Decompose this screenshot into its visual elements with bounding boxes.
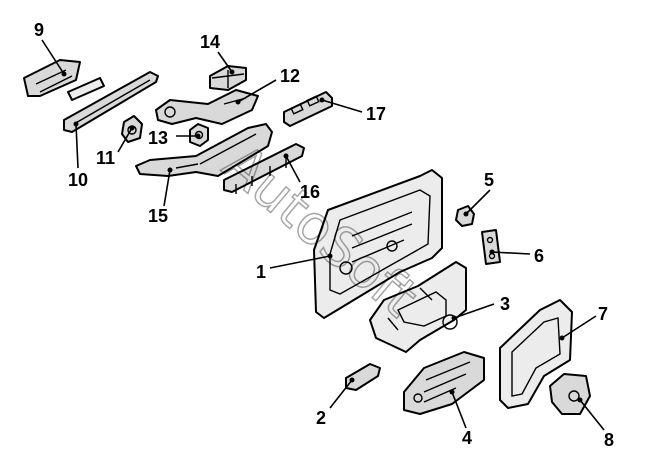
part-7-frame-bracket — [499, 299, 573, 409]
part-12-inner-handle — [155, 89, 259, 125]
part-14-block — [209, 65, 247, 91]
leader-lines — [41, 39, 605, 431]
callout-6: 6 — [534, 246, 544, 266]
callout-3: 3 — [500, 294, 510, 314]
callout-numbers: 9 10 11 13 14 12 17 15 16 5 6 1 3 7 2 4 … — [34, 20, 614, 450]
callout-2: 2 — [316, 408, 326, 428]
part-6-striker-plate — [481, 229, 501, 265]
part-2-latch — [345, 363, 381, 391]
callout-15: 15 — [148, 206, 168, 226]
callout-11: 11 — [96, 148, 115, 168]
part-9-handle-bezel — [23, 59, 81, 97]
callout-12: 12 — [280, 66, 300, 86]
part-9-insert — [67, 77, 105, 101]
part-8-cylinder-bracket — [549, 373, 591, 415]
callout-7: 7 — [598, 304, 608, 324]
callout-9: 9 — [34, 20, 44, 40]
callout-14: 14 — [200, 32, 220, 52]
callout-4: 4 — [462, 428, 472, 448]
part-1-door-panel — [313, 169, 443, 319]
callout-16: 16 — [300, 182, 320, 202]
callout-10: 10 — [68, 170, 88, 190]
callout-17: 17 — [366, 104, 386, 124]
part-10-trim-strip — [63, 71, 159, 133]
part-4-actuator — [403, 351, 485, 415]
callout-5: 5 — [484, 170, 494, 190]
part-3-lock-mechanism — [369, 261, 467, 353]
callout-8: 8 — [604, 430, 614, 450]
part-17-bracket — [283, 91, 333, 127]
callout-1: 1 — [256, 262, 266, 282]
callout-13: 13 — [148, 128, 168, 148]
part-15-handle-housing — [135, 123, 273, 177]
